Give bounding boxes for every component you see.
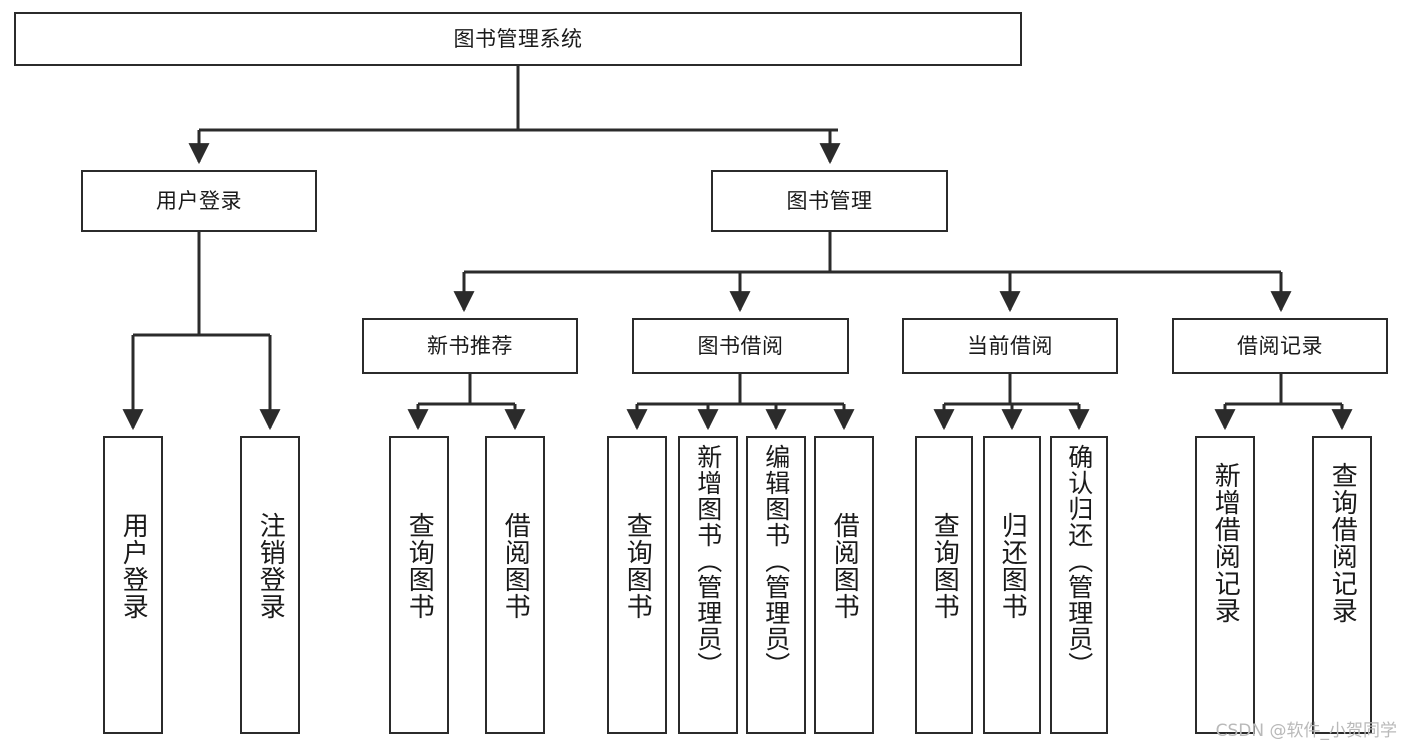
node-book-manage-label: 图书管理	[786, 188, 873, 213]
node-leaf-user-logout-label: 注销登录	[255, 512, 286, 620]
node-leaf-add-record[interactable]: 新增借阅记录	[1195, 436, 1255, 734]
node-borrow-record-label: 借阅记录	[1237, 333, 1323, 358]
node-leaf-edit-book[interactable]: 编辑图书（管理员）	[746, 436, 806, 734]
node-leaf-query-book-3[interactable]: 查询图书	[915, 436, 973, 734]
node-leaf-edit-book-label: 编辑图书（管理员）	[761, 444, 791, 678]
node-leaf-confirm-return-label: 确认归还（管理员）	[1064, 444, 1094, 678]
node-leaf-add-record-label: 新增借阅记录	[1210, 462, 1241, 624]
node-leaf-confirm-return[interactable]: 确认归还（管理员）	[1050, 436, 1108, 734]
node-leaf-query-book-2-label: 查询图书	[622, 512, 653, 620]
node-borrow-record[interactable]: 借阅记录	[1172, 318, 1388, 374]
node-leaf-borrow-book-2[interactable]: 借阅图书	[814, 436, 874, 734]
node-root[interactable]: 图书管理系统	[14, 12, 1022, 66]
node-user-login[interactable]: 用户登录	[81, 170, 317, 232]
node-leaf-return-book-label: 归还图书	[997, 512, 1028, 620]
node-leaf-borrow-book-1-label: 借阅图书	[500, 512, 531, 620]
node-leaf-query-record[interactable]: 查询借阅记录	[1312, 436, 1372, 734]
csdn-watermark: CSDN @软件_小贺同学	[1215, 721, 1397, 741]
node-user-login-label: 用户登录	[156, 188, 242, 213]
node-book-manage[interactable]: 图书管理	[711, 170, 948, 232]
node-leaf-add-book[interactable]: 新增图书（管理员）	[678, 436, 738, 734]
node-leaf-borrow-book-1[interactable]: 借阅图书	[485, 436, 545, 734]
node-leaf-user-login[interactable]: 用户登录	[103, 436, 163, 734]
node-leaf-add-book-label: 新增图书（管理员）	[693, 444, 723, 678]
node-leaf-user-logout[interactable]: 注销登录	[240, 436, 300, 734]
node-new-book-rec-label: 新书推荐	[427, 333, 513, 358]
node-root-label: 图书管理系统	[453, 26, 583, 51]
node-book-borrow[interactable]: 图书借阅	[632, 318, 849, 374]
node-new-book-rec[interactable]: 新书推荐	[362, 318, 578, 374]
node-leaf-query-book-1-label: 查询图书	[404, 512, 435, 620]
node-leaf-query-book-2[interactable]: 查询图书	[607, 436, 667, 734]
node-current-borrow-label: 当前借阅	[967, 333, 1053, 358]
node-leaf-return-book[interactable]: 归还图书	[983, 436, 1041, 734]
node-leaf-borrow-book-2-label: 借阅图书	[829, 512, 860, 620]
node-leaf-query-book-1[interactable]: 查询图书	[389, 436, 449, 734]
node-current-borrow[interactable]: 当前借阅	[902, 318, 1118, 374]
node-leaf-user-login-label: 用户登录	[118, 512, 149, 620]
node-leaf-query-record-label: 查询借阅记录	[1327, 462, 1358, 624]
node-leaf-query-book-3-label: 查询图书	[929, 512, 960, 620]
node-book-borrow-label: 图书借阅	[697, 333, 784, 358]
